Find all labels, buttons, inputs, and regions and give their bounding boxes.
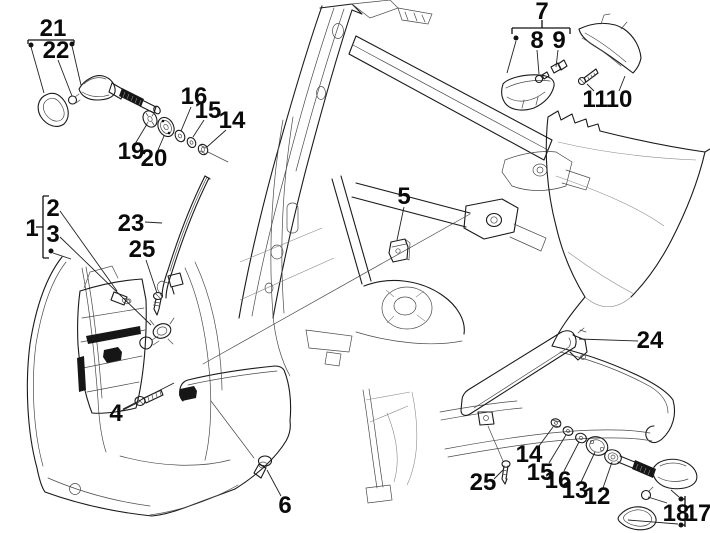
headlamp-assembly	[26, 256, 418, 517]
screw-25-rear	[501, 460, 511, 485]
rear-fender	[439, 296, 676, 458]
headlamp-bulb	[110, 291, 132, 306]
bulb-8	[534, 71, 550, 84]
callout-13[interactable]: 13	[562, 477, 589, 504]
callout-25-rear[interactable]: 25	[470, 469, 497, 496]
rear-turn-signal-assembly	[550, 418, 698, 490]
callout-16-front[interactable]: 16	[181, 83, 208, 110]
rear-body-panel	[545, 110, 710, 308]
front-turn-signal-assembly	[37, 75, 229, 163]
callout-18[interactable]: 18	[663, 500, 690, 527]
callout-4[interactable]: 4	[109, 400, 123, 427]
callout-19[interactable]: 19	[118, 138, 145, 165]
trim-strip-23	[156, 175, 211, 299]
callout-14-rear[interactable]: 14	[516, 441, 543, 468]
rear-plate-24	[460, 327, 588, 462]
clip-5	[202, 213, 471, 365]
frame-structure	[238, 0, 591, 377]
callout-21[interactable]: 21	[40, 15, 67, 42]
license-plate-lamp	[501, 74, 555, 111]
callout-leaders	[27, 20, 686, 528]
screw-11	[577, 68, 599, 86]
callout-15-rear[interactable]: 15	[527, 459, 554, 486]
callout-2[interactable]: 2	[46, 195, 59, 222]
callout-labels: 21 22 19 20 16 15 14 1 2 3 23 25 5 4 6 7…	[25, 0, 710, 527]
callout-20[interactable]: 20	[141, 145, 168, 172]
callout-25-front[interactable]: 25	[129, 236, 156, 263]
tail-lamp-lens-10	[578, 13, 642, 74]
bulb-holder-9	[550, 59, 568, 74]
rear-signal-lens-17	[617, 506, 657, 531]
callout-1[interactable]: 1	[25, 215, 38, 242]
callout-6[interactable]: 6	[278, 492, 291, 519]
callout-15-front[interactable]: 15	[195, 97, 222, 124]
bulb-18	[640, 486, 654, 501]
callout-22[interactable]: 22	[43, 37, 70, 64]
rivet-6	[210, 400, 273, 479]
callout-23[interactable]: 23	[118, 210, 145, 237]
callout-3[interactable]: 3	[46, 221, 59, 248]
callout-11[interactable]: 11	[582, 86, 607, 113]
callout-5[interactable]: 5	[397, 183, 410, 210]
callout-16-rear[interactable]: 16	[545, 467, 572, 494]
callout-7[interactable]: 7	[535, 0, 548, 25]
callout-17[interactable]: 17	[685, 500, 710, 527]
callout-9[interactable]: 9	[552, 27, 565, 54]
callout-10[interactable]: 10	[606, 86, 633, 113]
callout-12[interactable]: 12	[584, 483, 611, 510]
callout-8[interactable]: 8	[530, 27, 543, 54]
callout-14-front[interactable]: 14	[219, 107, 246, 134]
bulb-holder	[139, 317, 175, 350]
callout-24[interactable]: 24	[637, 327, 664, 354]
